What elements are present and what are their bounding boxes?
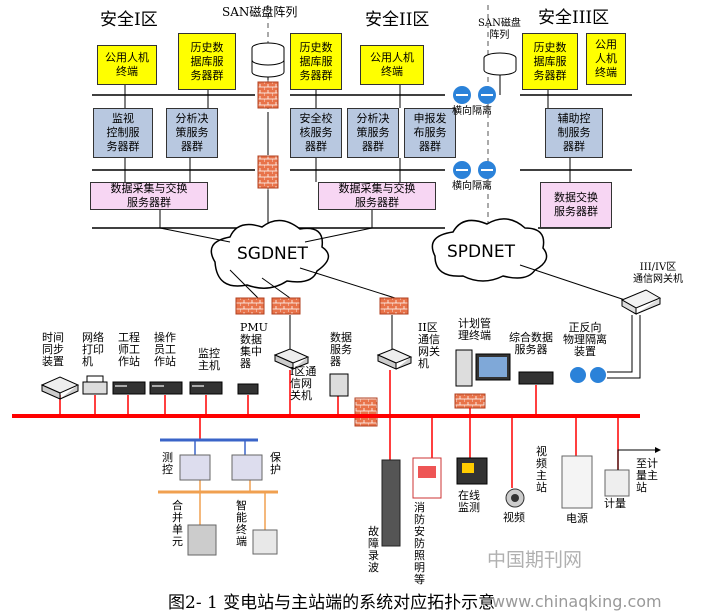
san-label: SAN磁盘阵列 <box>222 5 298 19</box>
to-metering-arrow <box>617 447 661 470</box>
z1-history-db: 历史数 据库服 务器群 <box>178 33 236 90</box>
san-disk-icon <box>251 42 285 78</box>
z3-aux-control: 辅助控 制服务 器群 <box>545 108 603 158</box>
gw34-link-2 <box>607 315 633 373</box>
z3-history-db: 历史数 据库服 务器群 <box>522 33 578 90</box>
z3-public-terminal: 公用 人机 终端 <box>586 33 626 85</box>
isolation-device-icon <box>453 86 496 179</box>
server-icon <box>189 381 223 395</box>
blue-drops <box>194 440 246 455</box>
integ-server-label: 综合数据 服务器 <box>509 331 553 356</box>
pmu-label: PMU 数据 集中 器 <box>240 321 268 370</box>
metering-label: 计量 <box>604 497 626 510</box>
figure-caption: 图2- 1 变电站与主站端的系统对应拓扑示意 <box>168 593 496 613</box>
gw1-icon <box>273 348 310 370</box>
phys-isolation-icon <box>570 367 606 383</box>
merge-unit-icon <box>187 524 217 556</box>
z2-security-check: 安全校 核服务 器群 <box>290 108 342 158</box>
z3-data-exchange: 数据交换 服务器群 <box>540 182 612 228</box>
smart-label: 智 能 终 端 <box>236 499 247 548</box>
online-label: 在线 监测 <box>458 489 480 514</box>
data-server-label: 数据 服务 器 <box>330 331 352 368</box>
phys-iso-label: 正反向 物理隔离 装置 <box>563 321 607 358</box>
printer-icon <box>82 375 108 395</box>
video-label: 视频 <box>503 511 525 524</box>
san-disk-icon-2 <box>483 52 517 76</box>
firewall-icon <box>354 397 378 427</box>
iii-iv-gateway-icon <box>620 289 662 315</box>
fire-panel-icon <box>412 457 442 499</box>
z2-publish: 申报发 布服务 器群 <box>404 108 456 158</box>
meter-icon <box>604 469 630 497</box>
z2-history-db: 历史数 据库服 务器群 <box>290 33 342 90</box>
spdnet-label: SPDNET <box>447 242 515 262</box>
san-label-2: SAN磁盘 阵列 <box>478 18 521 41</box>
video-host-label: 视 频 主 站 <box>536 445 547 494</box>
fire-label: 消 防 安 防 照 明 等 <box>414 501 425 586</box>
fault-recorder-icon <box>381 459 401 547</box>
firewall-icon <box>235 297 265 315</box>
vertical-links <box>124 65 571 228</box>
net-printer-label: 网络 打印 机 <box>82 331 104 368</box>
wan-links <box>159 227 626 301</box>
plan-terminal-label: 计划管 理终端 <box>458 317 491 342</box>
zone-2-title: 安全II区 <box>365 10 430 30</box>
watermark-cn: 中国期刊网 <box>487 549 583 571</box>
camera-icon <box>505 488 525 508</box>
pmu-icon <box>237 383 259 395</box>
gw2-label: II区 通信 网关 机 <box>418 321 440 370</box>
zone-3-title: 安全III区 <box>538 8 610 28</box>
smart-terminal-icon <box>252 529 278 555</box>
power-cabinet-icon <box>561 455 593 509</box>
plan-terminal-icon <box>455 349 511 387</box>
z1-monitor-control: 监视 控制服 务器群 <box>93 108 153 158</box>
data-server-icon <box>329 373 349 397</box>
watermark-url: www.chinaqking.com <box>492 592 662 611</box>
z2-data-collect: 数据采集与交换 服务器群 <box>318 182 436 210</box>
merge-label: 合 并 单 元 <box>172 499 183 548</box>
measure-label: 测 控 <box>162 451 173 476</box>
firewall-icon <box>271 297 301 315</box>
protect-label: 保 护 <box>270 451 281 476</box>
iii-iv-gateway-label: III/IV区 通信网关机 <box>633 262 683 285</box>
orange-drops <box>199 480 266 530</box>
power-label: 电源 <box>566 512 588 525</box>
firewall-icon <box>379 297 409 315</box>
z2-analysis: 分析决 策服务 器群 <box>347 108 399 158</box>
zone-1-title: 安全I区 <box>100 10 158 30</box>
integ-server-icon <box>518 371 554 385</box>
z2-public-terminal: 公用人机 终端 <box>360 45 424 85</box>
protect-icon <box>231 454 263 481</box>
server-icon <box>112 381 146 395</box>
isolation-label-1: 横向隔离 <box>452 106 492 117</box>
firewall-icon <box>257 81 279 109</box>
z1-public-terminal: 公用人机 终端 <box>97 45 157 85</box>
z1-data-collect: 数据采集与交换 服务器群 <box>90 182 208 210</box>
isolation-label-2: 横向隔离 <box>452 181 492 192</box>
time-sync-label: 时间 同步 装置 <box>42 331 64 368</box>
firewall-icon <box>257 155 279 189</box>
sgdnet-label: SGDNET <box>237 244 308 264</box>
gw1-label: I区通 信网 关机 <box>290 365 317 402</box>
op-ws-label: 操作 员工 作站 <box>154 331 176 368</box>
monitor-host-label: 监控 主机 <box>198 347 220 372</box>
server-icon <box>149 381 183 395</box>
online-monitor-icon <box>456 457 488 485</box>
gw2-icon <box>376 348 413 370</box>
time-sync-icon <box>40 376 80 400</box>
metering-main-label: 至计 量主 站 <box>636 457 658 494</box>
fault-label: 故 障 录 波 <box>368 525 379 574</box>
z1-analysis: 分析决 策服务 器群 <box>166 108 218 158</box>
measure-icon <box>179 454 211 481</box>
gw34-link-1 <box>607 315 641 379</box>
sgdnet-cloud-icon <box>210 219 330 289</box>
firewall-icon <box>454 393 486 409</box>
spdnet-cloud-icon <box>431 218 548 282</box>
eng-ws-label: 工程 师工 作站 <box>118 331 140 368</box>
